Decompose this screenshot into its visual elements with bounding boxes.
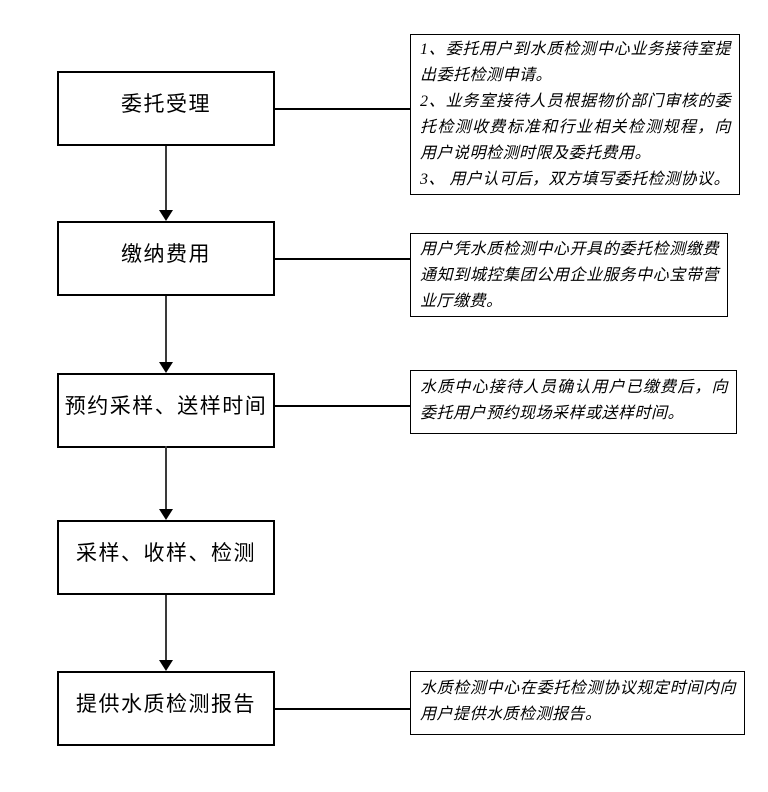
step-label: 委托受理 <box>121 92 211 116</box>
step-label: 采样、收样、检测 <box>76 541 256 565</box>
arrow-down-icon <box>159 446 173 520</box>
note-text: 水质检测中心在委托检测协议规定时间内向用户提供水质检测报告。 <box>420 680 736 723</box>
step-label: 缴纳费用 <box>121 242 211 266</box>
connector-line <box>275 258 410 260</box>
arrow-head <box>159 210 173 221</box>
note-box-commission-acceptance: 1、委托用户到水质检测中心业务接待室提出委托检测申请。 2、业务室接待人员根据物… <box>410 34 740 195</box>
step-box-sampling-testing: 采样、收样、检测 <box>57 520 275 595</box>
connector-line <box>275 405 410 407</box>
note-text: 3、 用户认可后，双方填写委托检测协议。 <box>420 171 731 188</box>
arrow-head <box>159 509 173 520</box>
connector-line <box>275 708 410 710</box>
step-label: 提供水质检测报告 <box>76 692 256 716</box>
note-text: 水质中心接待人员确认用户已缴费后，向委托用户预约现场采样或送样时间。 <box>420 379 728 422</box>
step-box-schedule-sampling: 预约采样、送样时间 <box>57 373 275 448</box>
note-text: 用户凭水质检测中心开具的委托检测缴费通知到城控集团公用企业服务中心宝带营业厅缴费… <box>420 241 719 310</box>
step-box-provide-report: 提供水质检测报告 <box>57 671 275 746</box>
arrow-shaft <box>165 296 167 364</box>
note-box-provide-report: 水质检测中心在委托检测协议规定时间内向用户提供水质检测报告。 <box>410 671 745 735</box>
note-text: 1、委托用户到水质检测中心业务接待室提出委托检测申请。 <box>420 41 731 84</box>
arrow-down-icon <box>159 296 173 373</box>
step-box-commission-acceptance: 委托受理 <box>57 71 275 146</box>
connector-line <box>275 108 410 110</box>
note-text: 2、业务室接待人员根据物价部门审核的委托检测收费标准和行业相关检测规程，向用户说… <box>420 93 731 162</box>
step-label: 预约采样、送样时间 <box>64 394 268 418</box>
note-box-pay-fees: 用户凭水质检测中心开具的委托检测缴费通知到城控集团公用企业服务中心宝带营业厅缴费… <box>410 233 728 317</box>
arrow-head <box>159 660 173 671</box>
arrow-shaft <box>165 595 167 662</box>
arrow-shaft <box>165 446 167 511</box>
step-box-pay-fees: 缴纳费用 <box>57 221 275 296</box>
arrow-shaft <box>165 146 167 212</box>
arrow-head <box>159 362 173 373</box>
arrow-down-icon <box>159 595 173 671</box>
arrow-down-icon <box>159 146 173 221</box>
note-box-schedule-sampling: 水质中心接待人员确认用户已缴费后，向委托用户预约现场采样或送样时间。 <box>410 370 737 434</box>
